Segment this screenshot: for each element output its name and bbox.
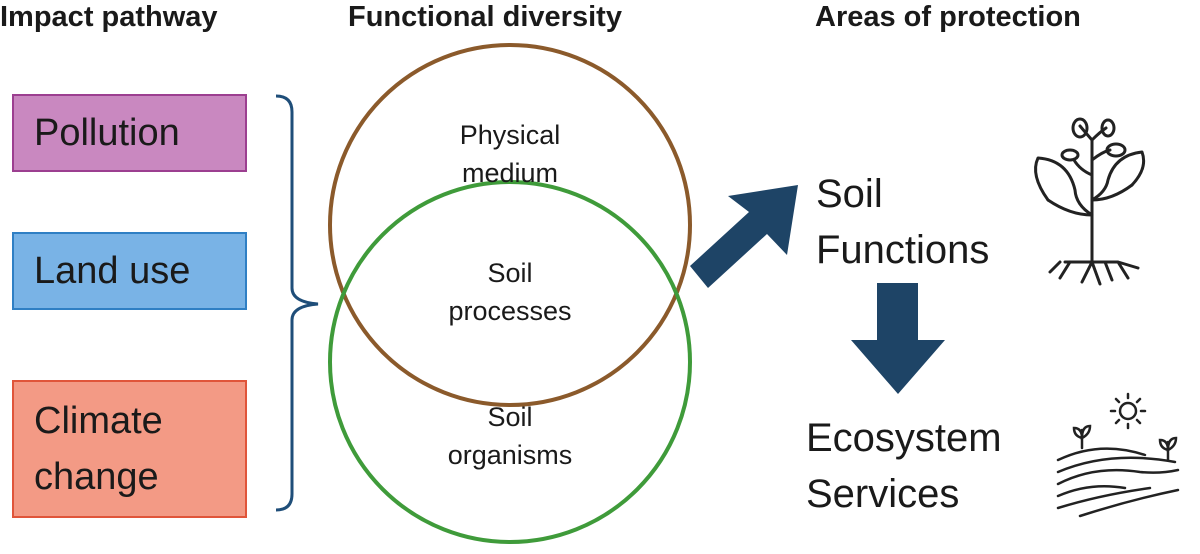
soil-organisms-label: Soil organisms	[380, 398, 640, 474]
pathway-land-use-box: Land use	[12, 232, 247, 310]
pathway-climate-change-line1: Climate	[34, 400, 163, 442]
soil-organisms-line1: Soil	[487, 402, 533, 432]
arrow-to-ecosystem-services	[851, 283, 945, 394]
soil-processes-line2: processes	[448, 296, 572, 326]
header-functional-diversity: Functional diversity	[348, 1, 622, 33]
pathway-climate-change-line2: change	[34, 456, 159, 498]
physical-medium-label: Physical medium	[380, 116, 640, 192]
arrow-to-soil-functions	[690, 185, 798, 288]
field-sun-sprouts-icon	[1056, 392, 1180, 518]
soil-functions-line1: Soil	[816, 172, 883, 216]
pathway-climate-change-box: Climate change	[12, 380, 247, 518]
soil-functions-label: Soil Functions	[816, 166, 989, 278]
plant-with-roots-icon	[1034, 117, 1146, 286]
ecosystem-services-line2: Services	[806, 472, 960, 516]
soil-functions-line2: Functions	[816, 228, 990, 272]
ecosystem-services-line1: Ecosystem	[806, 416, 1002, 460]
soil-organisms-circle	[328, 180, 692, 544]
pathway-pollution-box: Pollution	[12, 94, 247, 172]
physical-medium-line2: medium	[461, 158, 559, 188]
grouping-brace	[275, 94, 319, 512]
pathway-pollution-label: Pollution	[34, 112, 180, 154]
pathway-land-use-label: Land use	[34, 250, 191, 292]
header-impact-pathway: Impact pathway	[0, 1, 218, 33]
soil-processes-line1: Soil	[487, 258, 533, 288]
physical-medium-circle	[328, 43, 692, 407]
ecosystem-services-label: Ecosystem Services	[806, 410, 1002, 522]
header-areas-of-protection: Areas of protection	[815, 1, 1081, 33]
physical-medium-line1: Physical	[459, 120, 561, 150]
soil-organisms-line2: organisms	[447, 440, 573, 470]
soil-processes-label: Soil processes	[380, 254, 640, 330]
